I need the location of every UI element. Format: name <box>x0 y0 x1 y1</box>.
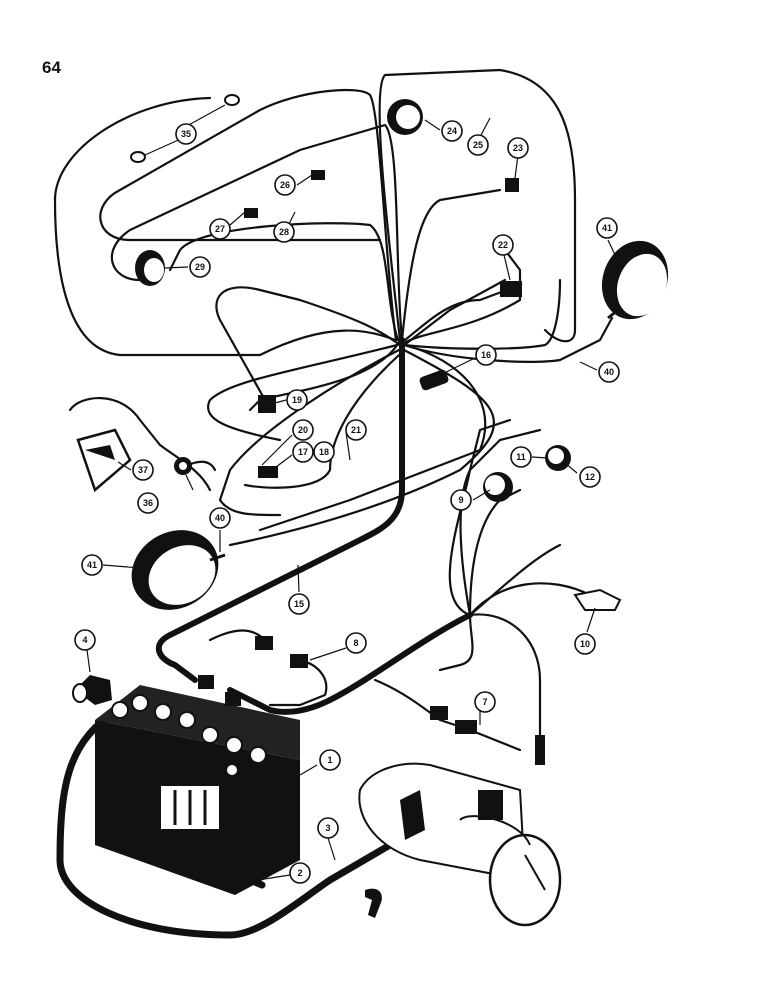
callout-10: 10 <box>574 633 596 655</box>
svg-text:3: 3 <box>325 823 330 833</box>
callout-16: 16 <box>475 344 497 366</box>
callout-41-right: 41 <box>596 217 618 239</box>
svg-text:29: 29 <box>195 262 205 272</box>
callout-2: 2 <box>289 862 311 884</box>
svg-text:41: 41 <box>87 560 97 570</box>
headlight-left <box>131 530 226 610</box>
svg-text:28: 28 <box>279 227 289 237</box>
svg-text:25: 25 <box>473 140 483 150</box>
callout-18: 18 <box>313 441 335 463</box>
svg-text:41: 41 <box>602 223 612 233</box>
svg-text:27: 27 <box>215 224 225 234</box>
gauge-9 <box>483 472 513 502</box>
callout-36: 36 <box>137 492 159 514</box>
connectors-lower <box>198 588 622 765</box>
svg-text:22: 22 <box>498 240 508 250</box>
callout-35: 35 <box>175 123 197 145</box>
page-number: 64 <box>42 58 61 77</box>
callout-22: 22 <box>492 234 514 256</box>
battery-cable-positive <box>56 706 494 939</box>
svg-text:16: 16 <box>481 350 491 360</box>
callout-37: 37 <box>132 459 154 481</box>
callout-40-left: 40 <box>209 507 231 529</box>
callout-4: 4 <box>74 629 96 651</box>
callout-24: 24 <box>441 120 463 142</box>
svg-text:2: 2 <box>297 868 302 878</box>
callout-17: 17 <box>292 441 314 463</box>
callout-21: 21 <box>345 419 367 441</box>
callout-11: 11 <box>510 446 532 468</box>
callout-25: 25 <box>467 134 489 156</box>
switch-19 <box>258 395 276 413</box>
svg-text:23: 23 <box>513 143 523 153</box>
main-harness <box>155 337 405 683</box>
callout-29: 29 <box>189 256 211 278</box>
svg-text:36: 36 <box>143 498 153 508</box>
callout-23: 23 <box>507 137 529 159</box>
upper-harness-wires <box>53 68 614 547</box>
battery-terminal-cover <box>72 675 112 705</box>
svg-text:10: 10 <box>580 639 590 649</box>
components-22-23 <box>500 178 522 297</box>
svg-text:19: 19 <box>292 395 302 405</box>
gauge-29 <box>135 250 165 286</box>
svg-text:21: 21 <box>351 425 361 435</box>
svg-text:24: 24 <box>447 126 457 136</box>
callout-41-left: 41 <box>81 554 103 576</box>
callout-8: 8 <box>345 632 367 654</box>
svg-text:35: 35 <box>181 129 191 139</box>
svg-text:4: 4 <box>82 635 87 645</box>
callout-28: 28 <box>273 221 295 243</box>
svg-text:40: 40 <box>604 367 614 377</box>
svg-text:20: 20 <box>298 425 308 435</box>
svg-text:40: 40 <box>215 513 225 523</box>
svg-text:12: 12 <box>585 472 595 482</box>
svg-text:11: 11 <box>516 452 526 462</box>
svg-text:18: 18 <box>319 447 329 457</box>
gauge-24 <box>387 99 423 135</box>
horn <box>76 428 132 493</box>
callout-3: 3 <box>317 817 339 839</box>
svg-text:15: 15 <box>294 599 304 609</box>
callout-9: 9 <box>450 489 472 511</box>
headlight-right <box>601 240 669 320</box>
svg-text:26: 26 <box>280 180 290 190</box>
svg-text:9: 9 <box>458 495 463 505</box>
starter-boot <box>365 888 382 918</box>
svg-text:8: 8 <box>353 638 358 648</box>
battery <box>95 685 300 895</box>
svg-text:7: 7 <box>482 697 487 707</box>
bulbs-35 <box>130 94 240 163</box>
callout-40-right: 40 <box>598 361 620 383</box>
svg-text:1: 1 <box>327 755 332 765</box>
switch-36 <box>174 457 192 475</box>
svg-text:37: 37 <box>138 465 148 475</box>
callout-26: 26 <box>274 174 296 196</box>
bulbs-26-27 <box>244 170 325 218</box>
gauge-11 <box>545 445 571 471</box>
callout-15: 15 <box>288 593 310 615</box>
callout-7: 7 <box>474 691 496 713</box>
callout-27: 27 <box>209 218 231 240</box>
callout-1: 1 <box>319 749 341 771</box>
svg-text:17: 17 <box>298 447 308 457</box>
starter-motor <box>358 762 562 927</box>
callout-12: 12 <box>579 466 601 488</box>
callout-19: 19 <box>286 389 308 411</box>
callout-20: 20 <box>292 419 314 441</box>
